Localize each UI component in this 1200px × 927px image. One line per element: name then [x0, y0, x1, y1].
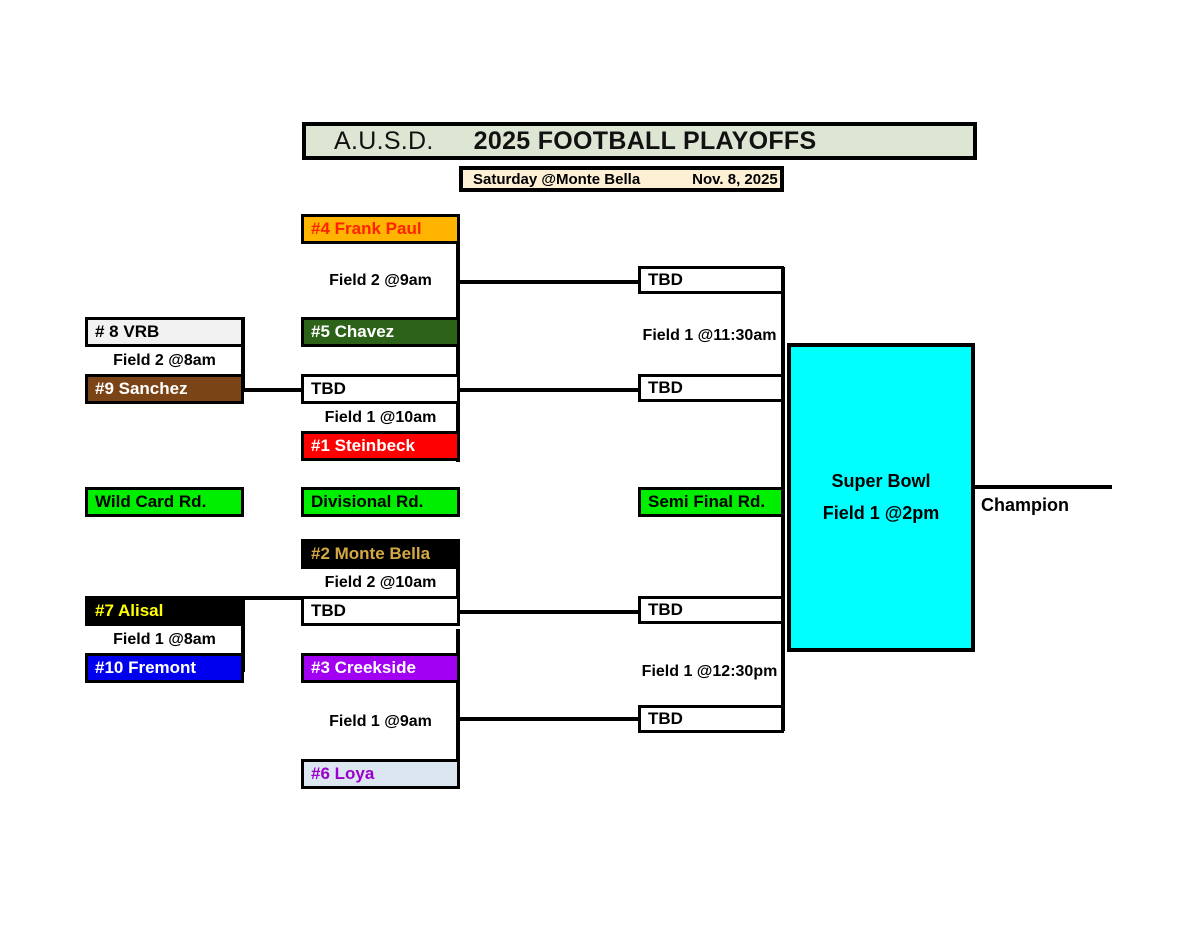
page-title: 2025 FOOTBALL PLAYOFFS: [473, 126, 817, 155]
team-name: TBD: [648, 600, 683, 619]
connector-divisional-1-horizontal: [456, 280, 640, 284]
game-time-label: Field 2 @9am: [329, 271, 432, 289]
connector-wildcard-top-horizontal: [241, 388, 303, 392]
champion-label-text: Champion: [981, 494, 1069, 515]
divisional-game-4-time: Field 1 @9am: [301, 709, 460, 734]
round-label-text: Wild Card Rd.: [95, 492, 207, 511]
team-name: TBD: [648, 270, 683, 289]
divisional-game-2-time: Field 1 @10am: [301, 405, 460, 430]
team-name: # 8 VRB: [95, 322, 160, 341]
venue-date-banner: Saturday @Monte Bella Nov. 8, 2025: [459, 166, 784, 192]
wildcard-game-1-time: Field 2 @8am: [85, 348, 244, 373]
divisional-game-1-bottom-team[interactable]: #5 Chavez: [301, 317, 460, 347]
super-bowl-time: Field 1 @2pm: [822, 503, 940, 523]
semifinal-game-1-top-team[interactable]: TBD: [638, 266, 784, 294]
semifinal-game-1-time: Field 1 @11:30am: [630, 323, 789, 348]
game-time-label: Field 1 @12:30pm: [641, 662, 778, 680]
team-name: #7 Alisal: [95, 601, 164, 620]
connector-divisional-3-vertical: [456, 545, 460, 625]
team-name: TBD: [311, 601, 346, 620]
connector-divisional-2-vertical: [456, 384, 460, 462]
divisional-game-1-top-team[interactable]: #4 Frank Paul: [301, 214, 460, 244]
team-name: TBD: [311, 379, 346, 398]
super-bowl-box[interactable]: Super Bowl Field 1 @2pm: [787, 343, 975, 652]
date-label: Nov. 8, 2025: [692, 170, 778, 188]
connector-divisional-2-horizontal: [456, 388, 640, 392]
venue-label: Saturday @Monte Bella: [473, 170, 641, 188]
connector-divisional-4-vertical: [456, 629, 460, 789]
wildcard-game-1-bottom-team[interactable]: #9 Sanchez: [85, 374, 244, 404]
game-time-label: Field 1 @9am: [329, 712, 432, 730]
super-bowl-title: Super Bowl: [831, 471, 931, 491]
round-label-semi-final: Semi Final Rd.: [638, 487, 784, 517]
connector-divisional-3-horizontal: [456, 610, 640, 614]
semifinal-game-2-bottom-team[interactable]: TBD: [638, 705, 784, 733]
semifinal-game-1-bottom-team[interactable]: TBD: [638, 374, 784, 402]
divisional-game-3-top-team[interactable]: #2 Monte Bella: [301, 539, 460, 569]
game-time-label: Field 2 @8am: [113, 351, 216, 369]
round-label-text: Semi Final Rd.: [648, 492, 766, 511]
team-name: #3 Creekside: [311, 658, 416, 677]
team-name: TBD: [648, 378, 683, 397]
team-name: #5 Chavez: [311, 322, 395, 341]
round-label-divisional: Divisional Rd.: [301, 487, 460, 517]
connector-wildcard-bottom-horizontal: [241, 596, 303, 600]
team-name: #10 Fremont: [95, 658, 197, 677]
team-name: #4 Frank Paul: [311, 219, 422, 238]
divisional-game-1-time: Field 2 @9am: [301, 268, 460, 293]
connector-wildcard-top-vertical: [241, 317, 245, 392]
connector-divisional-4-horizontal: [456, 717, 640, 721]
team-name: #6 Loya: [311, 764, 375, 783]
semifinal-game-2-top-team[interactable]: TBD: [638, 596, 784, 624]
organization-label: A.U.S.D.: [334, 126, 434, 155]
team-name: #2 Monte Bella: [311, 544, 431, 563]
game-time-label: Field 2 @10am: [324, 573, 437, 591]
wildcard-game-1-top-team[interactable]: # 8 VRB: [85, 317, 244, 347]
game-time-label: Field 1 @11:30am: [642, 326, 777, 344]
round-label-text: Divisional Rd.: [311, 492, 424, 511]
wildcard-game-2-top-team[interactable]: #7 Alisal: [85, 596, 244, 626]
wildcard-game-2-time: Field 1 @8am: [85, 627, 244, 652]
game-time-label: Field 1 @8am: [113, 630, 216, 648]
divisional-game-2-top-team[interactable]: TBD: [301, 374, 460, 404]
bracket-title-banner: A.U.S.D. 2025 FOOTBALL PLAYOFFS: [302, 122, 977, 160]
divisional-game-4-top-team[interactable]: #3 Creekside: [301, 653, 460, 683]
divisional-game-2-bottom-team[interactable]: #1 Steinbeck: [301, 431, 460, 461]
divisional-game-3-bottom-team[interactable]: TBD: [301, 596, 460, 626]
divisional-game-3-time: Field 2 @10am: [301, 570, 460, 595]
team-name: #1 Steinbeck: [311, 436, 415, 455]
team-name: TBD: [648, 709, 683, 728]
round-label-wild-card: Wild Card Rd.: [85, 487, 244, 517]
divisional-game-4-bottom-team[interactable]: #6 Loya: [301, 759, 460, 789]
team-name: #9 Sanchez: [95, 379, 188, 398]
semifinal-game-2-time: Field 1 @12:30pm: [630, 659, 789, 684]
connector-champion-line: [975, 485, 1112, 489]
game-time-label: Field 1 @10am: [324, 408, 437, 426]
connector-wildcard-bottom-vertical: [241, 596, 245, 672]
wildcard-game-2-bottom-team[interactable]: #10 Fremont: [85, 653, 244, 683]
champion-label: Champion: [979, 492, 1109, 518]
connector-divisional-1-vertical: [456, 214, 460, 384]
